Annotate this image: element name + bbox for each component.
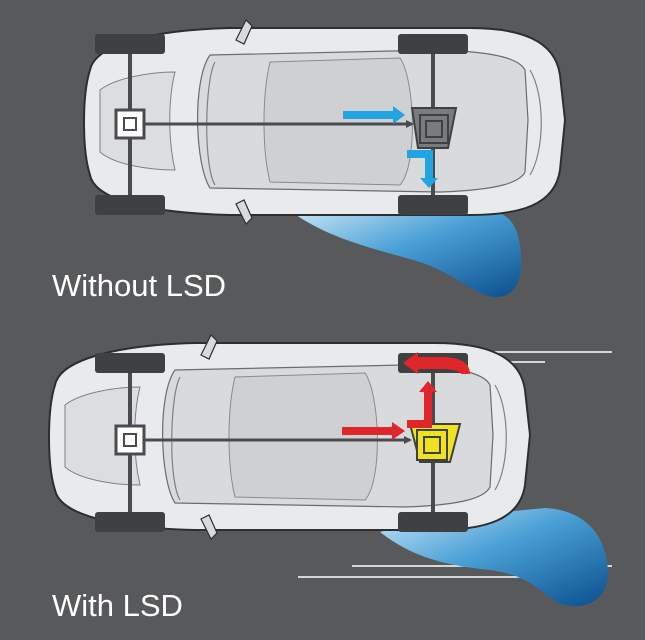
differential-with-lsd — [408, 423, 462, 463]
torque-arrow-input-icon — [342, 422, 405, 440]
differential-without-lsd — [410, 107, 458, 149]
torque-arrow-to-inner-wheel-icon — [407, 150, 438, 188]
panel-with-lsd — [48, 333, 612, 607]
skid-zone-without-lsd — [292, 210, 522, 297]
torque-arrow-to-outer-wheel-icon — [407, 381, 437, 428]
torque-arrows-with-lsd — [342, 352, 470, 440]
caption-without-lsd: Without LSD — [52, 268, 226, 303]
drivetrain-with-lsd — [114, 373, 435, 512]
torque-arrows-without-lsd — [343, 106, 438, 188]
caption-with-lsd: With LSD — [52, 588, 183, 623]
torque-arrow-input-icon — [343, 106, 405, 124]
skid-zone-with-lsd — [380, 508, 609, 607]
wheels-without-lsd — [95, 34, 468, 215]
panel-without-lsd — [83, 18, 567, 297]
torque-arrow-wheel-icon — [403, 352, 470, 374]
